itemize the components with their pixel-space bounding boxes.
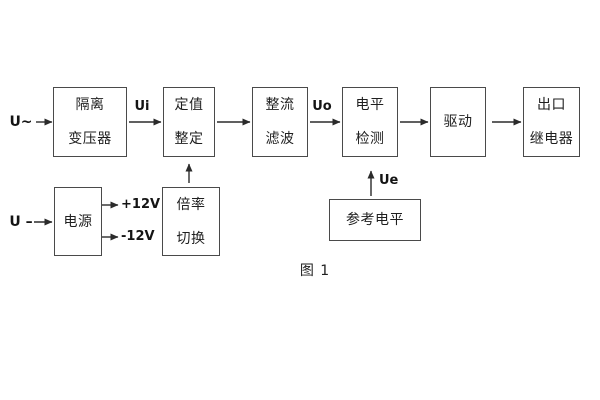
block-ratio-switching: 倍率 切换 (162, 187, 220, 256)
block-label: 隔离 (75, 97, 105, 113)
block-label: 定值 (174, 97, 204, 113)
block-label: 整定 (174, 131, 204, 147)
block-label: 倍率 (176, 196, 206, 213)
dc-input-label: U – (9, 214, 33, 230)
block-reference-level: 参考电平 (329, 199, 421, 241)
block-power-supply: 电源 (54, 187, 102, 256)
rail-plus12v-label: +12V (121, 197, 161, 212)
block-label: 驱动 (443, 114, 473, 130)
block-label: 检测 (355, 131, 385, 147)
block-level-detection: 电平 检测 (342, 87, 398, 157)
block-label: 继电器 (529, 131, 574, 147)
block-isolation-transformer: 隔离 变压器 (53, 87, 127, 157)
block-label: 切换 (176, 230, 206, 247)
ac-input-label: U~ (9, 114, 33, 130)
block-driver: 驱动 (430, 87, 486, 157)
signal-ue-label: Ue (379, 173, 399, 188)
block-rectifier-filter: 整流 滤波 (252, 87, 308, 157)
block-label: 出口 (537, 97, 566, 113)
block-label: 电平 (355, 97, 385, 113)
block-label: 参考电平 (346, 212, 404, 228)
rail-minus12v-label: -12V (121, 229, 155, 244)
figure-caption: 图 1 (299, 263, 331, 279)
block-output-relay: 出口 继电器 (523, 87, 580, 157)
block-label: 整流 (265, 97, 295, 113)
block-value-setting: 定值 整定 (163, 87, 215, 157)
signal-uo-label: Uo (312, 99, 332, 114)
signal-ui-label: Ui (134, 99, 150, 114)
block-label: 电源 (63, 213, 93, 230)
block-label: 变压器 (68, 131, 112, 147)
block-label: 滤波 (265, 131, 295, 147)
